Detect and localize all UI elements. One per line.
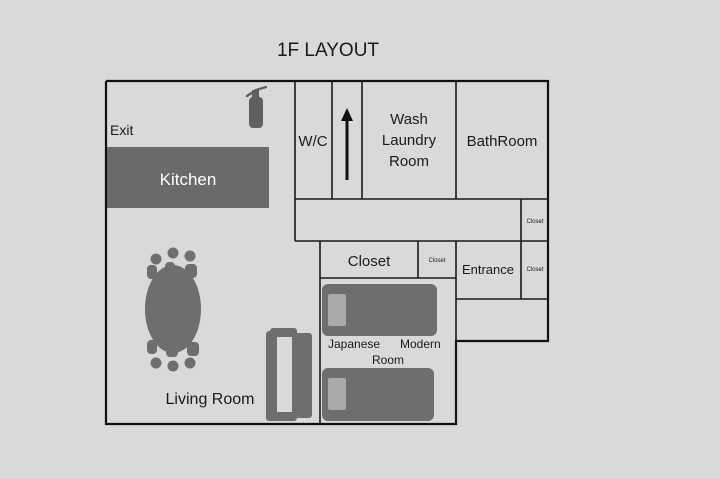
modern-label: Modern [400, 337, 441, 351]
kitchen-counter [107, 147, 269, 208]
wash-room-label-line2: Laundry [382, 132, 437, 149]
closet-top-right-label: Closet [526, 219, 543, 225]
closet-main-label: Closet [348, 253, 391, 270]
wash-room-label-line3: Room [389, 153, 429, 170]
japanese-label: Japanese [328, 337, 380, 351]
kitchen-label: Kitchen [160, 170, 217, 189]
closet-small-label: Closet [428, 258, 445, 264]
entrance-label: Entrance [462, 262, 514, 277]
closet-entrance-label: Closet [526, 267, 543, 273]
wash-room-label-line1: Wash [390, 111, 428, 128]
sofa-icon [266, 328, 312, 421]
room-label: Room [372, 353, 404, 367]
page-title: 1F LAYOUT [277, 40, 379, 61]
living-room-label: Living Room [166, 391, 255, 408]
exit-label: Exit [110, 122, 133, 138]
wc-label: W/C [298, 133, 327, 150]
bed-icon [322, 368, 434, 421]
bathroom-label: BathRoom [467, 133, 538, 150]
dining-table-icon [145, 247, 201, 372]
interior-walls [294, 81, 548, 424]
bed-icon [322, 284, 437, 336]
arrow-up-icon [341, 108, 353, 180]
fire-extinguisher-icon [245, 85, 268, 128]
